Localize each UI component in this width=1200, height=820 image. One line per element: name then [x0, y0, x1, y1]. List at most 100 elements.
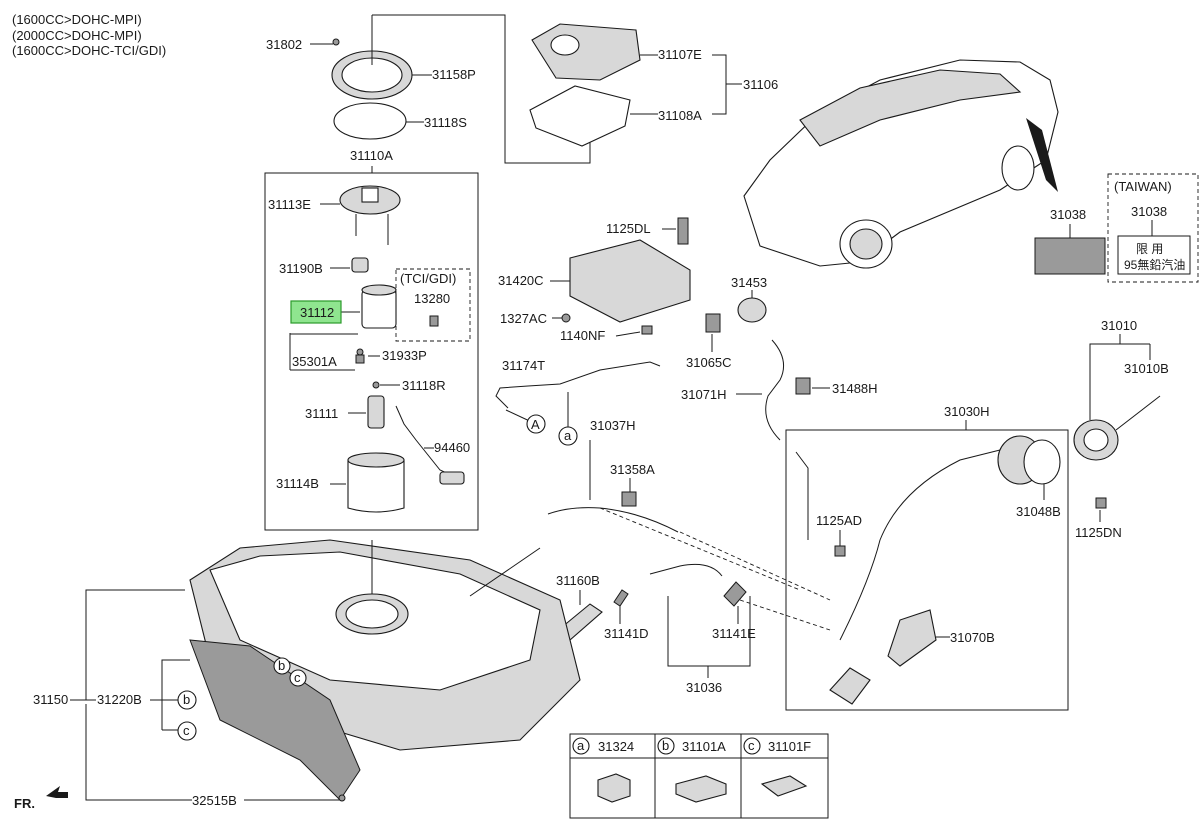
oring-31118r-drawing [372, 381, 380, 389]
label-35301a[interactable]: 35301A [292, 354, 337, 369]
label-31174t[interactable]: 31174T [502, 358, 545, 373]
label-front: FR. [14, 796, 35, 811]
fuel-pump-module-box [264, 172, 479, 531]
header-line-1: (1600CC>DOHC-MPI) [12, 12, 142, 27]
canister-31420c-drawing [569, 239, 691, 323]
valve-31453-drawing [737, 297, 767, 323]
label-31030h[interactable]: 31030H [944, 404, 990, 419]
cover-gasket-group: 31107E 31108A 31106 [529, 23, 778, 147]
label-31114b[interactable]: 31114B [276, 476, 319, 491]
hose-31037h-drawing [547, 507, 679, 533]
pump-module-parts: 31113E 31190B 31112 35301A 31933P (TCI/G… [268, 185, 471, 513]
filler-neck-31030h-drawing [839, 449, 1001, 641]
label-31141e[interactable]: 31141E [712, 626, 756, 641]
label-31220b[interactable]: 31220B [97, 692, 142, 707]
legend-letter-b: b [662, 738, 669, 753]
label-31010[interactable]: 31010 [1101, 318, 1137, 333]
front-arrow-icon [46, 786, 68, 798]
fuel-label-decal-drawing [1034, 237, 1106, 275]
label-32515b[interactable]: 32515B [192, 793, 237, 808]
label-31420c[interactable]: 31420C [498, 273, 544, 288]
tci-gdi-box [395, 268, 471, 342]
label-31111[interactable]: 31111 [305, 406, 338, 421]
circle-marker-b [177, 690, 197, 710]
label-31358a[interactable]: 31358A [610, 462, 655, 477]
label-31802[interactable]: 31802 [266, 37, 302, 52]
filter-31190b-drawing [351, 257, 369, 273]
canister-group: 1125DL 31420C 1327AC 1140NF 31065C 31453 [498, 217, 767, 370]
label-31038-a[interactable]: 31038 [1050, 207, 1086, 222]
cover-31107e-drawing [531, 23, 641, 81]
engine-variants-header: (1600CC>DOHC-MPI) (2000CC>DOHC-MPI) (160… [12, 12, 166, 58]
part-13280-drawing [429, 315, 439, 327]
label-1125dn[interactable]: 1125DN [1075, 525, 1122, 540]
label-31113e[interactable]: 31113E [268, 197, 311, 212]
label-94460[interactable]: 94460 [434, 440, 470, 455]
clip-31324-drawing [597, 773, 631, 803]
taiwan-decal-line-1: 限 用 [1136, 242, 1163, 256]
label-31158p[interactable]: 31158P [432, 67, 476, 82]
label-1125dl[interactable]: 1125DL [606, 221, 651, 236]
label-31037h[interactable]: 31037H [590, 418, 636, 433]
gasket-31108a-drawing [529, 85, 631, 147]
legend-table: a 31324 b 31101A c 31101F [569, 733, 829, 819]
label-31141d[interactable]: 31141D [604, 626, 649, 641]
circle-label-A: A [531, 417, 540, 432]
label-31488h[interactable]: 31488H [832, 381, 878, 396]
label-31071h[interactable]: 31071H [681, 387, 727, 402]
heat-shield-31220b-drawing [189, 639, 361, 801]
gasket-31118s-drawing [333, 102, 407, 140]
circle-label-c: c [183, 723, 190, 738]
legend-letter-a: a [577, 738, 585, 753]
pad-31101a-drawing [675, 775, 727, 803]
bracket-31070b-drawing [887, 609, 937, 667]
label-1327ac[interactable]: 1327AC [500, 311, 547, 326]
label-31933p[interactable]: 31933P [382, 348, 427, 363]
label-31190b[interactable]: 31190B [279, 261, 323, 276]
header-line-2: (2000CC>DOHC-MPI) [12, 28, 142, 43]
label-31070b[interactable]: 31070B [950, 630, 995, 645]
label-31160b[interactable]: 31160B [556, 573, 600, 588]
legend-letter-c: c [748, 738, 755, 753]
reservoir-31114b-drawing [347, 459, 405, 513]
label-31106[interactable]: 31106 [743, 77, 778, 92]
tube-31174t-drawing [495, 361, 661, 409]
legend-part-31101a[interactable]: 31101A [682, 739, 726, 754]
legend-part-31324[interactable]: 31324 [598, 739, 634, 754]
label-31038-b[interactable]: 31038 [1131, 204, 1167, 219]
label-taiwan: (TAIWAN) [1114, 179, 1172, 194]
label-13280[interactable]: 13280 [414, 291, 450, 306]
label-31107e[interactable]: 31107E [658, 47, 702, 62]
filler-neck-box [785, 429, 1069, 711]
label-31150[interactable]: 31150 [33, 692, 68, 707]
label-31112[interactable]: 31112 [300, 305, 334, 320]
highlight-31112[interactable]: 31112 [290, 300, 342, 324]
legend-part-31101f[interactable]: 31101F [768, 739, 811, 754]
fuel-pump-plate-group: 31802 31158P 31118S [266, 14, 591, 164]
label-31110a[interactable]: 31110A [350, 148, 393, 163]
tank-circle-label-b: b [278, 658, 285, 673]
label-31108a[interactable]: 31108A [658, 108, 702, 123]
label-31048b[interactable]: 31048B [1016, 504, 1061, 519]
screw-31802-drawing [332, 38, 340, 46]
label-1125ad[interactable]: 1125AD [816, 513, 862, 528]
label-31036[interactable]: 31036 [686, 680, 722, 695]
label-31118s[interactable]: 31118S [424, 115, 467, 130]
tank-circle-label-c: c [294, 670, 301, 685]
pad-31101f-drawing [760, 775, 808, 797]
fuel-tank-group [189, 539, 581, 801]
label-31118r[interactable]: 31118R [402, 378, 446, 393]
vehicle-drawing [743, 59, 1071, 269]
label-1140nf[interactable]: 1140NF [560, 328, 605, 343]
label-31453[interactable]: 31453 [731, 275, 767, 290]
circle-label-b: b [183, 692, 190, 707]
taiwan-decal-line-2: 95無鉛汽油 [1124, 257, 1185, 272]
label-31065c[interactable]: 31065C [686, 355, 732, 370]
taiwan-box [1107, 173, 1199, 283]
circle-marker-A [526, 414, 546, 434]
label-31010b[interactable]: 31010B [1124, 361, 1169, 376]
label-tci-gdi: (TCI/GDI) [400, 271, 456, 286]
header-line-3: (1600CC>DOHC-TCI/GDI) [12, 43, 166, 58]
fuel-filter-31112-drawing [361, 289, 397, 329]
